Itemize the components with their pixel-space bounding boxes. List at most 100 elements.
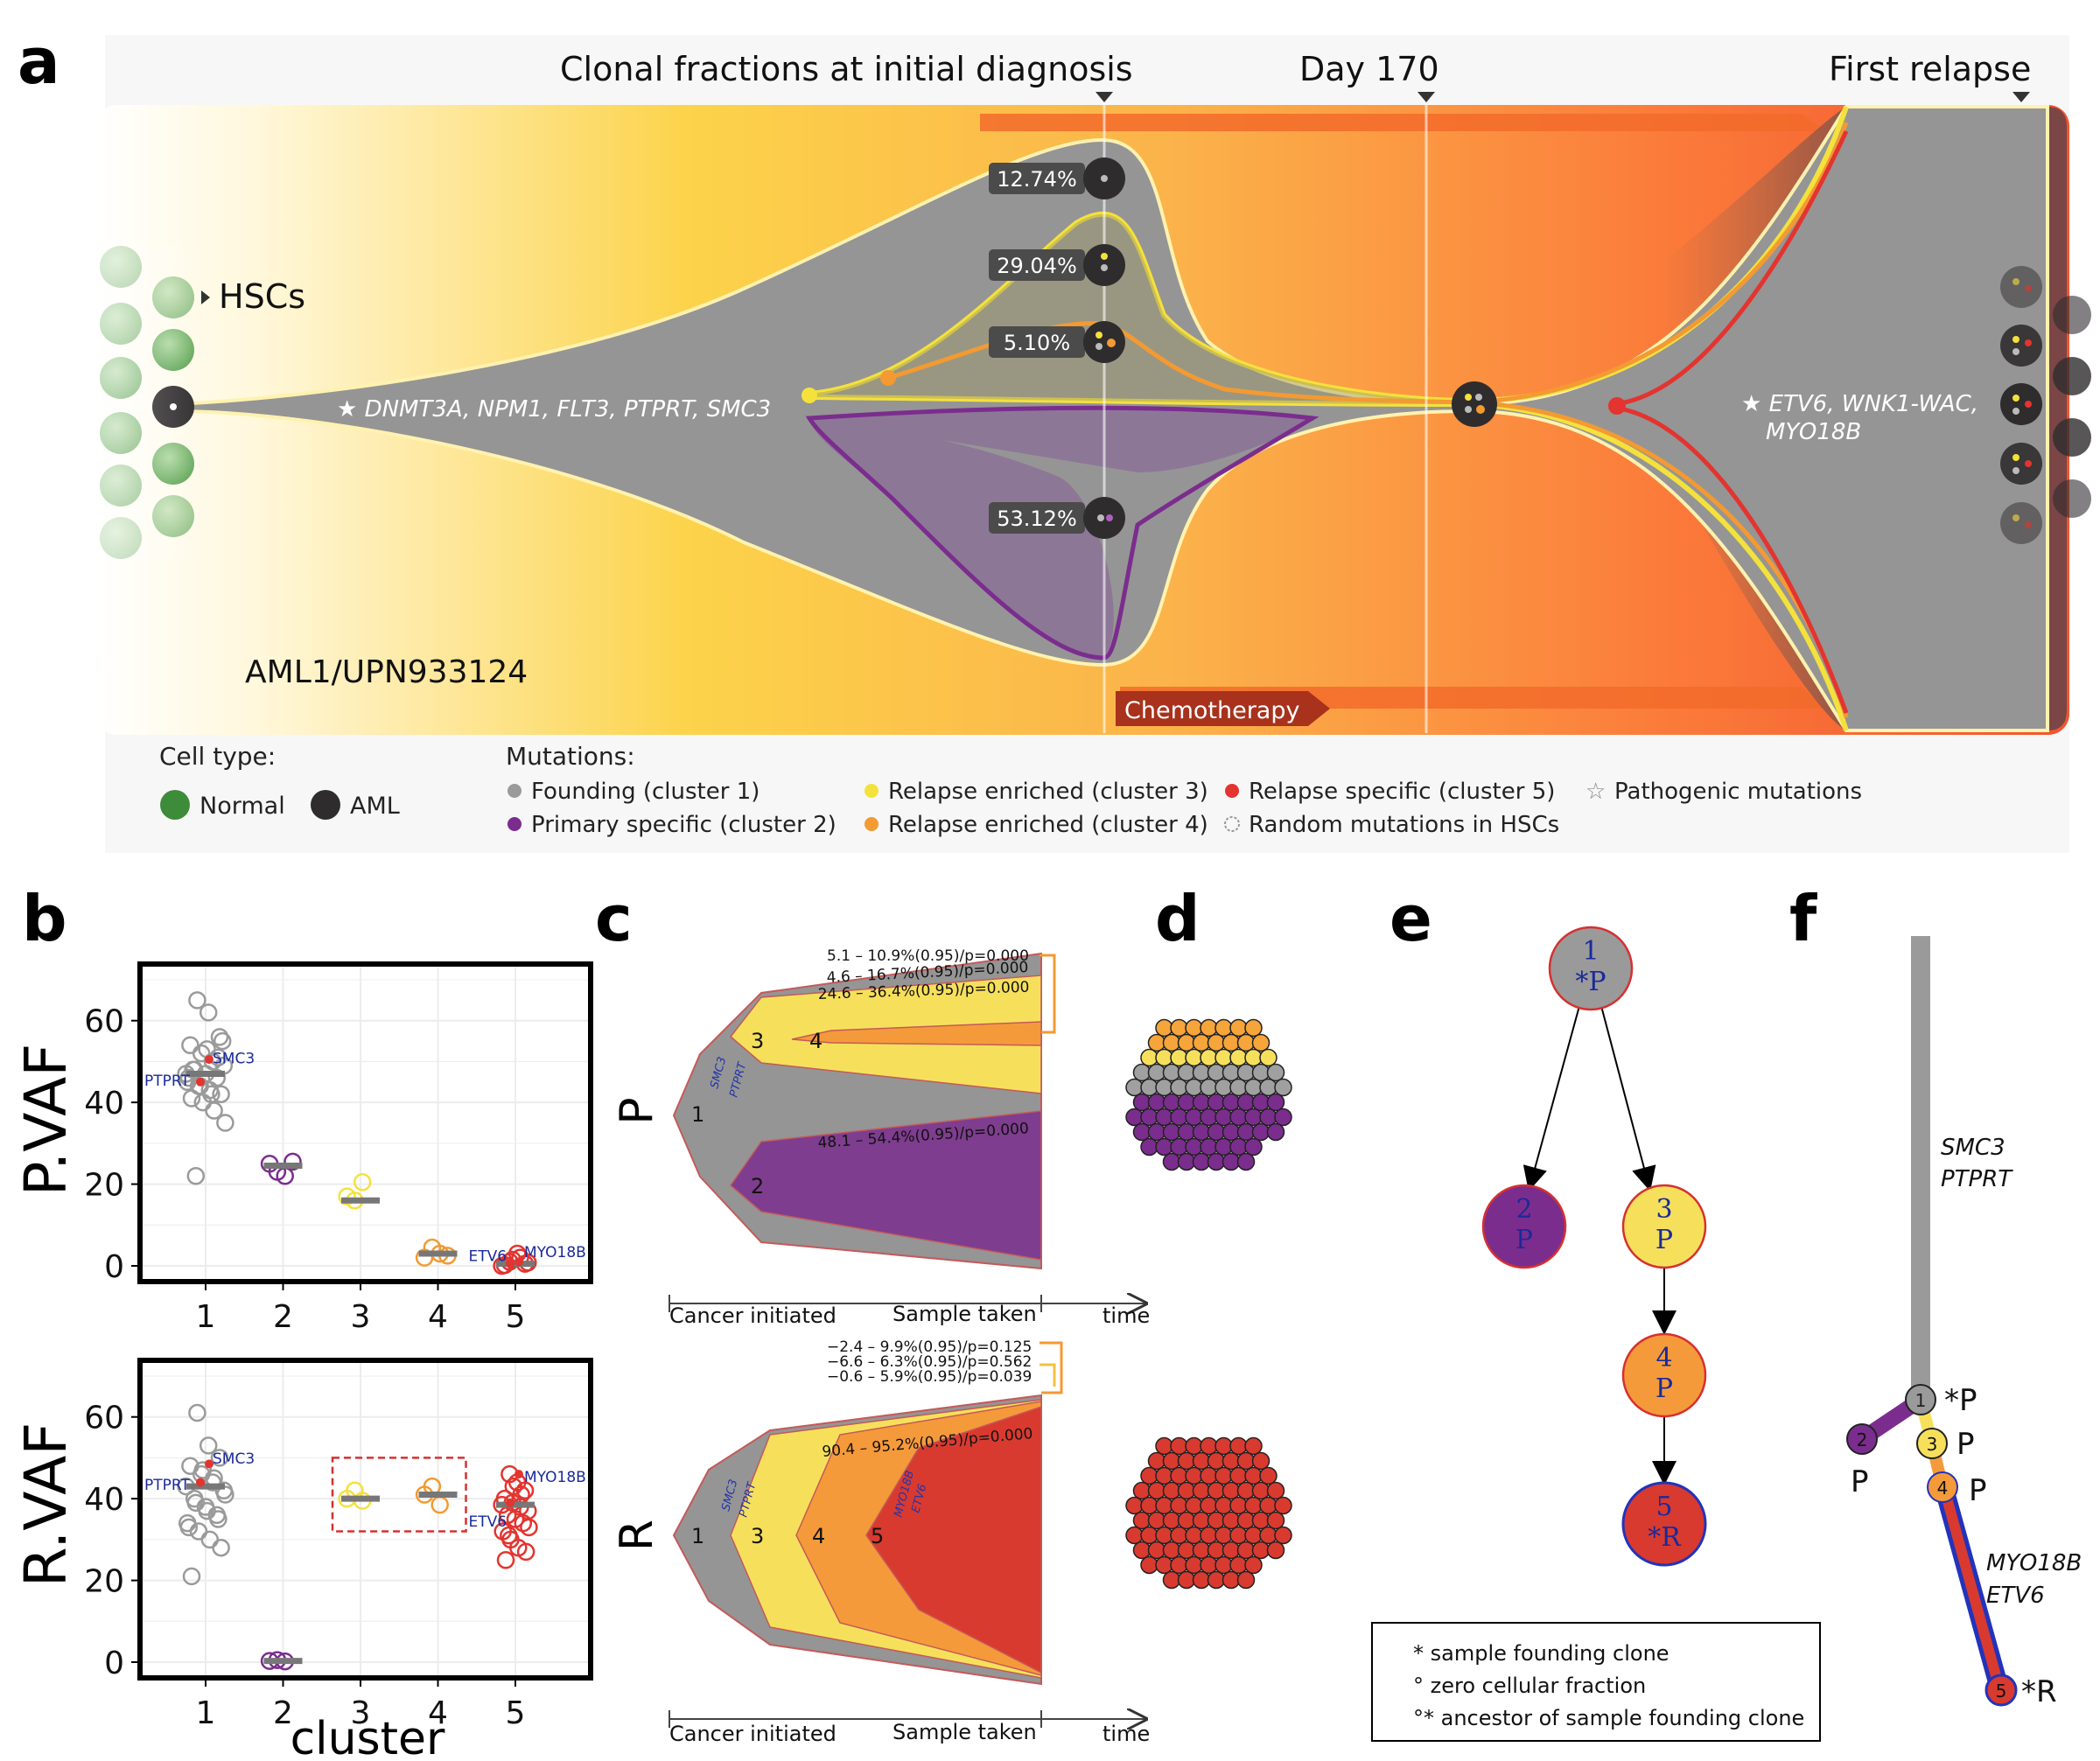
label-diagnosis: Clonal fractions at initial diagnosis: [560, 50, 1133, 88]
cell: [1229, 1526, 1248, 1545]
legend-random-hsc: Random mutations in HSCs: [1249, 812, 1559, 838]
y-tick-label: 40: [84, 1086, 124, 1122]
axis-start-top: Cancer initiated: [669, 1303, 836, 1328]
legend-relapse3: Relapse enriched (cluster 3): [888, 779, 1208, 805]
cell: [1222, 1152, 1241, 1171]
gene-label: PTPRT: [144, 1477, 190, 1494]
cell: [1155, 1018, 1173, 1038]
data-point: [212, 1085, 230, 1104]
cell: [1132, 1063, 1152, 1082]
cell: [1140, 1048, 1158, 1067]
gene-label: ETV6: [469, 1248, 508, 1266]
cell: [1229, 1078, 1248, 1097]
cell: [1229, 1108, 1248, 1127]
svg-text:5.10%: 5.10%: [1004, 331, 1070, 355]
cell-cluster-primary: [1125, 1018, 1292, 1171]
cluster3-fill: [809, 213, 1470, 404]
cell: [1266, 1511, 1285, 1530]
cell: [1207, 1152, 1226, 1171]
cell: [1170, 1496, 1188, 1515]
relapse-mutations-label-1: ★ ETV6, WNK1-WAC,: [1741, 391, 1978, 417]
cell: [1266, 1541, 1285, 1560]
cell-cluster-relapse: [1125, 1436, 1292, 1590]
day170-cell: [1452, 381, 1497, 427]
y-tick-label: 60: [84, 1004, 124, 1040]
cell: [1244, 1048, 1263, 1067]
cell: [1222, 1570, 1241, 1590]
svg-text:*P: *P: [1575, 967, 1606, 997]
cell: [1222, 1541, 1241, 1560]
cell: [1132, 1093, 1152, 1112]
y-tick-label: 0: [104, 1646, 124, 1681]
cell: [1251, 1541, 1270, 1560]
clone-num-1: 1: [691, 1102, 704, 1127]
cell: [1132, 1481, 1152, 1500]
data-point: [199, 1003, 218, 1022]
data-point: [213, 1031, 232, 1051]
fish-plot-primary: 1 2 3 4 SMC3 PTPRT 5.1 – 10.9%(0.95)/p=0…: [672, 947, 1056, 1270]
annot-top-1: 5.1 – 10.9%(0.95)/p=0.000: [827, 947, 1029, 965]
cell: [1200, 1137, 1218, 1157]
cell: [1177, 1481, 1196, 1500]
cell: [1236, 1033, 1256, 1052]
cluster5-upper: [1614, 129, 1849, 407]
cluster3-origin: [802, 388, 817, 403]
svg-text:P: P: [1656, 1225, 1673, 1255]
hsc-cells: [88, 245, 210, 560]
cell: [1229, 1436, 1248, 1456]
cell: [1177, 1451, 1196, 1471]
branch-gene-1: MYO18B: [1986, 1550, 2082, 1576]
legend-pathogenic: Pathogenic mutations: [1614, 779, 1862, 805]
percent-badge-3: 5.10%: [989, 321, 1125, 363]
cell: [1266, 1481, 1285, 1500]
annot-bot-2: −6.6 – 6.3%(0.95)/p=0.562: [827, 1353, 1032, 1371]
cell: [1214, 1048, 1233, 1067]
svg-text:3: 3: [1656, 1194, 1672, 1225]
x-tick-label: 2: [273, 1695, 293, 1731]
data-point: [210, 1028, 229, 1046]
data-point: [182, 1567, 201, 1586]
svg-text:1: 1: [1915, 1390, 1927, 1411]
patient-label: AML1/UPN933124: [245, 654, 528, 690]
cell: [1236, 1541, 1256, 1560]
panel-f: f SMC3 PTPRT MYO18B ETV6 1 *P 2 P 3 P 4 …: [1789, 882, 2082, 1709]
cell: [1244, 1496, 1263, 1515]
cell: [1207, 1122, 1226, 1142]
data-point: [184, 1060, 202, 1080]
diagnosis-marker: [1096, 92, 1113, 102]
cell: [1200, 1436, 1218, 1456]
panel-a-legend: Cell type: Normal AML Mutations: Foundin…: [159, 742, 1862, 838]
data-point: [179, 1518, 199, 1537]
data-point: [199, 1436, 218, 1455]
cell: [1177, 1541, 1196, 1560]
y-tick-label: 40: [84, 1482, 124, 1518]
cell: [1132, 1511, 1152, 1530]
cell: [1244, 1108, 1263, 1127]
cell: [1214, 1466, 1233, 1485]
node-f-3: 3 P: [1916, 1427, 1975, 1462]
legend-normal: Normal: [200, 793, 285, 820]
x-tick-label: 1: [196, 1695, 216, 1731]
cell: [1229, 1137, 1248, 1157]
cell: [1236, 1511, 1256, 1530]
cell: [1147, 1063, 1166, 1082]
gene-label: PTPRT: [144, 1073, 190, 1090]
cell: [1185, 1496, 1203, 1515]
cell: [1229, 1555, 1248, 1575]
branch-gene-2: ETV6: [1986, 1583, 2045, 1609]
r-side-label: R: [611, 1520, 663, 1551]
cell: [1207, 1451, 1226, 1471]
cell: [1162, 1570, 1181, 1590]
highlight-box: [331, 1457, 467, 1533]
mutations-title: Mutations:: [506, 742, 635, 771]
cell: [1236, 1063, 1256, 1082]
cell: [1207, 1481, 1226, 1500]
cell: [1259, 1496, 1278, 1515]
cell: [1244, 1555, 1263, 1575]
cell: [1236, 1481, 1256, 1500]
cell: [1200, 1108, 1218, 1127]
legend-aml: AML: [350, 793, 400, 820]
cell: [1140, 1466, 1158, 1485]
cell: [1251, 1093, 1270, 1112]
